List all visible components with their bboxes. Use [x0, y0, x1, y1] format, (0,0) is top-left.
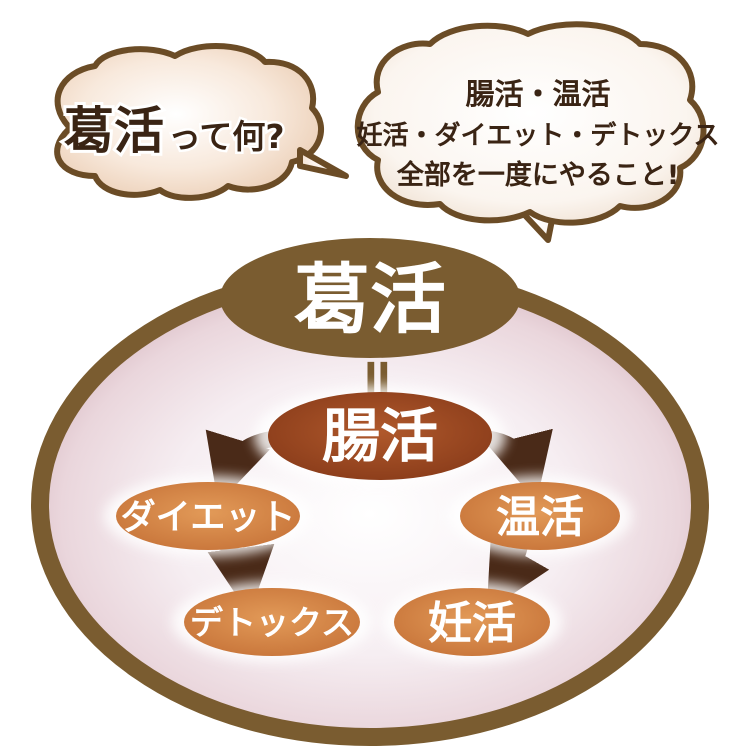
diet-node: ダイエット: [104, 476, 312, 556]
fertility-node-shape: [394, 588, 550, 656]
question-bubble: 葛活 って何?: [54, 43, 349, 201]
core-node-text: 腸活: [322, 402, 438, 470]
detox-node-shape: [184, 588, 360, 656]
warm-node-shape: [460, 482, 620, 550]
question-main-text: 葛活: [64, 102, 164, 160]
detox-node: デトックス: [172, 582, 372, 662]
core-node-shape: [268, 392, 492, 480]
warm-node-text: 温活: [496, 492, 584, 543]
diet-node-text: ダイエット: [121, 498, 296, 538]
answer-bubble: 腸活・温活 妊活・ダイエット・デトックス 全部を一度にやること!: [354, 21, 720, 243]
detox-node-text: デトックス: [190, 603, 354, 642]
warm-node: 温活: [448, 476, 632, 556]
diet-node-shape: [116, 482, 300, 550]
answer-bubble-shape: [354, 21, 707, 226]
question-tail-text: って何?: [168, 117, 285, 156]
core-node: 腸活: [254, 386, 506, 486]
question-bubble-shape: [54, 43, 324, 201]
answer-line-3: 全部を一度にやること!: [396, 159, 679, 191]
fertility-node-text: 妊活: [428, 598, 516, 649]
answer-line-2: 妊活・ダイエット・デトックス: [357, 120, 720, 151]
question-bubble-tail: [297, 147, 349, 179]
fertility-node: 妊活: [382, 582, 562, 662]
center-title-text: 葛活: [294, 255, 446, 344]
title-plate: [220, 238, 520, 358]
answer-line-1: 腸活・温活: [465, 77, 610, 111]
